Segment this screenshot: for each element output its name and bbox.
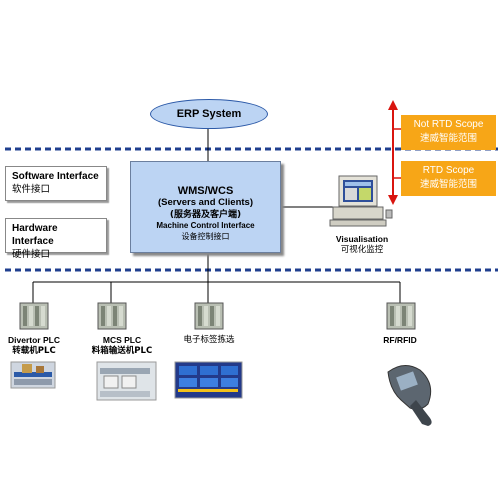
rfid-label-block: RF/RFID <box>372 335 428 346</box>
picking-label-zh: 电子标签拣选 <box>183 335 235 345</box>
not-rtd-scope-label-zh: 速威智能范围 <box>419 133 477 144</box>
diverter-plc-label-zh: 转载机PLC <box>12 346 56 356</box>
mcs-plc-label-block: MCS PLC 料箱输送机PLC <box>80 335 164 357</box>
erp-system-node: ERP System <box>150 99 268 129</box>
software-interface-box: Software Interface 软件接口 <box>5 166 107 201</box>
rtd-scope-label: RTD Scope <box>422 165 475 176</box>
not-rtd-scope-box: Not RTD Scope 速威智能范围 <box>401 115 496 150</box>
scope-arrow-head-up <box>388 100 398 110</box>
erp-system-label: ERP System <box>176 108 242 120</box>
rtd-scope-label-zh: 速威智能范围 <box>419 179 477 190</box>
photo-diverter-image <box>10 361 56 389</box>
wms-subtitle: (Servers and Clients) <box>157 197 254 208</box>
wms-title: WMS/WCS <box>177 185 234 197</box>
picking-label-block: 电子标签拣选 <box>172 335 246 346</box>
visualisation-label-zh: 可视化监控 <box>340 245 384 255</box>
visualisation-label-block: Visualisation 可视化监控 <box>322 234 402 256</box>
not-rtd-scope-label: Not RTD Scope <box>413 119 484 130</box>
rtd-scope-box: RTD Scope 速威智能范围 <box>401 161 496 196</box>
computer-icon <box>329 175 393 227</box>
scope-arrow-head-down <box>388 195 398 205</box>
diverter-plc-label-block: Divertor PLC 转载机PLC <box>3 335 65 357</box>
machine-control-interface-label: Machine Control Interface <box>156 221 255 230</box>
hardware-interface-box: Hardware Interface 硬件接口 <box>5 218 107 260</box>
hardware-interface-label-zh: 硬件接口 <box>12 249 51 260</box>
plc-icon-rfid <box>386 302 416 330</box>
visualisation-label: Visualisation <box>335 234 389 244</box>
photo-mcs-image <box>96 361 157 401</box>
mcs-plc-label-zh: 料箱输送机PLC <box>91 346 153 356</box>
hardware-interface-label: Hardware Interface <box>12 223 58 247</box>
software-interface-label-zh: 软件接口 <box>12 184 51 195</box>
plc-icon-mcs <box>97 302 127 330</box>
plc-icon-diverter <box>19 302 49 330</box>
plc-icon-picking <box>194 302 224 330</box>
machine-control-interface-label-zh: 设备控制接口 <box>181 232 230 241</box>
wms-wcs-box: WMS/WCS (Servers and Clients) (服务器及客户端) … <box>130 161 281 253</box>
mcs-plc-label: MCS PLC <box>102 335 142 345</box>
photo-picking-image <box>174 361 243 399</box>
rfid-label: RF/RFID <box>383 335 417 345</box>
rfid-handheld-icon <box>387 365 432 426</box>
diverter-plc-label: Divertor PLC <box>8 335 60 345</box>
wms-subtitle-zh: (服务器及客户端) <box>169 210 242 220</box>
software-interface-label: Software Interface <box>12 171 99 182</box>
